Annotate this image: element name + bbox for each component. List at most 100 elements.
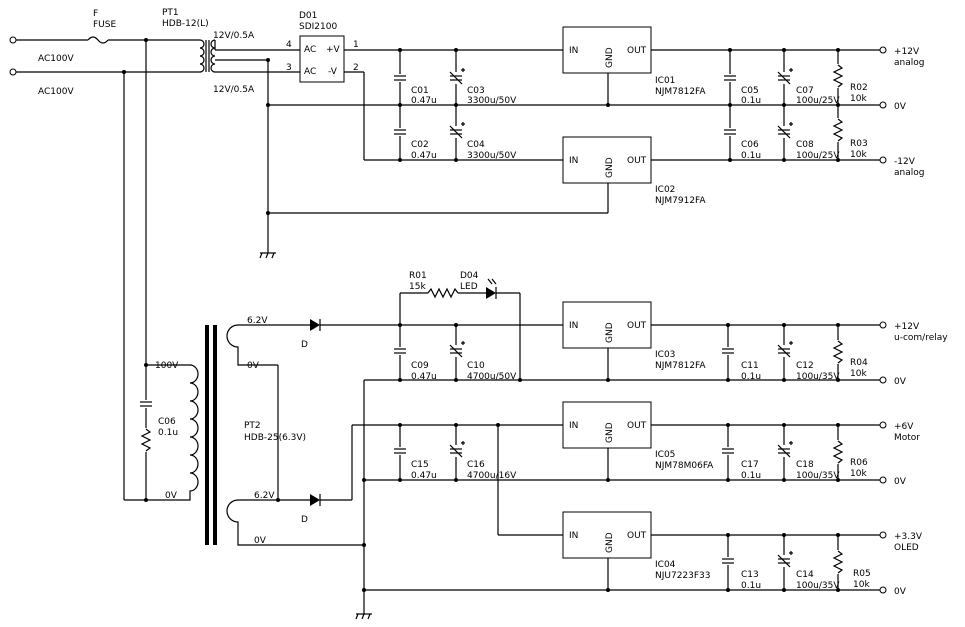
out-p6-motor-value: +6V [894, 422, 914, 432]
c17-val: 0.1u [741, 471, 761, 481]
out-p6-motor-terminal[interactable] [879, 421, 887, 429]
bottom-outputs: +12V u-com/relay 0V +6V Motor 0V +3.3V O… [879, 321, 948, 597]
out-0v-motor-terminal[interactable] [879, 476, 887, 484]
r02-ref: R02 [850, 83, 868, 93]
c07-val: 100u/25V [796, 96, 840, 106]
bottom-output-networks: C11 0.1u C12 100u/35V R04 10k C17 0.1u C… [721, 323, 871, 592]
out-0v-oled-terminal[interactable] [879, 586, 887, 594]
ic05-out: OUT [627, 421, 647, 431]
c18-val: 100u/35V [796, 471, 840, 481]
out-0v-relay-terminal[interactable] [879, 376, 887, 384]
r01-ref: R01 [409, 271, 427, 281]
ic05-in: IN [569, 421, 578, 431]
ic02-out: OUT [627, 156, 647, 166]
ic01-gnd: GND [605, 47, 615, 68]
fuse-name: FUSE [93, 20, 116, 30]
c12-val: 100u/35V [796, 372, 840, 382]
c12-ref: C12 [796, 361, 814, 371]
c08-val: 100u/25V [796, 151, 840, 161]
regulator-ic05: IN OUT GND IC05 NJM78M06FA [562, 401, 714, 482]
r04-val: 10k [850, 369, 867, 379]
r05-val: 10k [853, 580, 870, 590]
c15-ref: C15 [411, 460, 429, 470]
r03-val: 10k [850, 150, 867, 160]
pt1-sec-bottom: 12V/0.5A [213, 85, 255, 95]
bottom-input-caps: C09 0.47u C10 4700u/50V C15 0.47u C16 47… [393, 323, 517, 482]
ic05-ref: IC05 [655, 450, 675, 460]
d04-ref: D04 [460, 271, 479, 281]
out-p12-relay-terminal[interactable] [879, 321, 887, 329]
ic03-part: NJM7812FA [655, 361, 706, 371]
c11-val: 0.1u [741, 372, 761, 382]
c03-ref: C03 [467, 86, 485, 96]
out-0v-relay: 0V [894, 377, 907, 387]
ic02-in: IN [569, 156, 578, 166]
primary-snubber: C06 0.1u [139, 363, 178, 502]
c03-val: 3300u/50V [467, 96, 517, 106]
ic03-out: OUT [627, 321, 647, 331]
regulator-ic02: IN OUT GND IC02 NJM7912FA [562, 136, 706, 206]
c02-ref: C02 [411, 140, 429, 150]
r05-ref: R05 [853, 569, 871, 579]
c14-ref: C14 [796, 570, 814, 580]
pt1-sec-top: 12V/0.5A [213, 31, 255, 41]
out-0v-top-terminal[interactable] [879, 101, 887, 109]
pt2-sec1-bottom: 0V [247, 361, 260, 371]
out-p12-analog-value: +12V [894, 47, 920, 57]
led-indicator: R01 15k D04 LED [399, 271, 521, 380]
d01-pin-ac-top: AC [304, 45, 316, 55]
r03-ref: R03 [850, 139, 868, 149]
d01-pin4: 4 [286, 40, 292, 50]
c18-ref: C18 [796, 460, 814, 470]
bridge-d01: AC +V AC -V 4 3 1 2 D01 SDI2100 [286, 11, 359, 83]
ic02-gnd: GND [605, 157, 615, 178]
ac-terminal-1[interactable] [9, 36, 17, 44]
ac-terminal-2[interactable] [9, 68, 17, 76]
d01-pin2: 2 [353, 63, 359, 73]
d01-ref: D01 [299, 11, 317, 21]
r04-ref: R04 [850, 358, 868, 368]
diode-upper-label: D [301, 340, 308, 350]
out-p33-oled-desc: OLED [894, 543, 919, 553]
d01-pin3: 3 [286, 63, 292, 73]
ic03-in: IN [569, 321, 578, 331]
transformer-pt2: 100V 0V 6.2V 0V 6.2V 0V PT2 HDB-25(6.3V) [124, 316, 364, 546]
out-p12-analog-terminal[interactable] [879, 46, 887, 54]
top-rails [259, 49, 880, 259]
c09-ref: C09 [411, 361, 429, 371]
ic02-ref: IC02 [655, 185, 675, 195]
c06b-ref: C06 [158, 417, 176, 427]
ac-label-1: AC100V [38, 54, 74, 64]
out-0v-motor: 0V [894, 477, 907, 487]
c04-ref: C04 [467, 140, 485, 150]
c10-val: 4700u/50V [467, 372, 517, 382]
c10-ref: C10 [467, 361, 485, 371]
ic01-part: NJM7812FA [655, 87, 706, 97]
c17-ref: C17 [741, 460, 759, 470]
d01-pin-ac-bottom: AC [304, 67, 316, 77]
c05-val: 0.1u [741, 96, 761, 106]
diode-lower-label: D [301, 515, 308, 525]
c07-ref: C07 [796, 86, 814, 96]
pt2-part: HDB-25(6.3V) [244, 433, 306, 443]
ic05-gnd: GND [605, 422, 615, 443]
out-p12-analog-desc: analog [894, 58, 924, 68]
top-outputs: +12V analog 0V -12V analog [879, 46, 924, 178]
transformer-pt1: PT1 HDB-12(L) 12V/0.5A 12V/0.5A [162, 8, 300, 95]
ic04-in: IN [569, 531, 578, 541]
rectifier-diodes: D D [301, 319, 563, 525]
d04-name: LED [460, 282, 478, 292]
pt1-ref: PT1 [162, 8, 179, 18]
c06-ref: C06 [741, 140, 759, 150]
out-p12-relay-desc: u-com/relay [894, 333, 948, 343]
c01-val: 0.47u [411, 96, 437, 106]
out-m12-analog-desc: analog [894, 168, 924, 178]
c14-val: 100u/35V [796, 581, 840, 591]
ic02-part: NJM7912FA [655, 196, 706, 206]
ic01-in: IN [569, 46, 578, 56]
fuse-ref: F [93, 9, 98, 19]
pt2-sec1-top: 6.2V [247, 316, 268, 326]
out-p33-oled-terminal[interactable] [879, 531, 887, 539]
out-m12-analog-terminal[interactable] [879, 156, 887, 164]
ac-label-2: AC100V [38, 87, 74, 97]
